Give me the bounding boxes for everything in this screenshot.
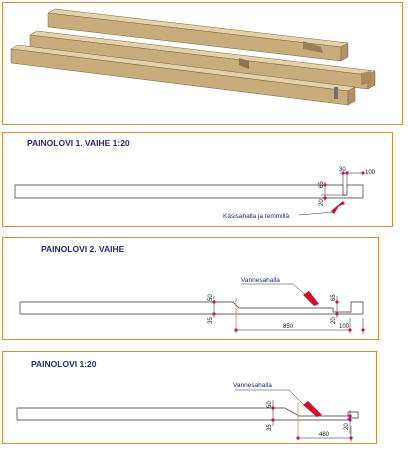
final-dim-480: 480 bbox=[319, 432, 330, 438]
final-note: Vannesahalla bbox=[233, 382, 272, 389]
phase2-title: PAINOLOVI 2. VAIHE bbox=[41, 244, 125, 254]
phase2-drawing: PAINOLOVI 2. VAIHE 50 35 65 20 850 100 V… bbox=[19, 244, 365, 334]
timber-beam-middle bbox=[29, 30, 376, 90]
final-panel: PAINOLOVI 1:20 50 35 20 480 Vannesahalla bbox=[2, 351, 377, 444]
final-dim-20: 20 bbox=[344, 423, 350, 430]
timber-beam-bottom bbox=[10, 44, 356, 106]
final-drawing: PAINOLOVI 1:20 50 35 20 480 Vannesahalla bbox=[16, 359, 359, 442]
phase1-title: PAINOLOVI 1. VAIHE 1:20 bbox=[27, 138, 130, 148]
phase1-dim-20: 20 bbox=[319, 199, 325, 206]
phase2-dim-50: 50 bbox=[208, 294, 214, 301]
phase2-dim-850: 850 bbox=[283, 324, 294, 330]
phase1-beam-outline bbox=[14, 184, 364, 199]
phase1-dim-100: 100 bbox=[365, 170, 376, 176]
final-cut-arrow bbox=[303, 401, 322, 417]
phase2-panel: PAINOLOVI 2. VAIHE 50 35 65 20 850 100 V… bbox=[2, 237, 379, 340]
final-beam-outline bbox=[16, 407, 359, 421]
phase2-note: Vannesahalla bbox=[241, 277, 280, 284]
phase1-cut-arrow bbox=[331, 201, 345, 214]
final-dim-50: 50 bbox=[267, 401, 273, 408]
phase1-dim-30: 30 bbox=[339, 167, 346, 173]
phase1-dim-65: 65 bbox=[319, 181, 325, 188]
phase2-cut-arrow bbox=[303, 291, 319, 306]
phase1-drawing: PAINOLOVI 1. VAIHE 1:20 30 100 65 20 Käs… bbox=[14, 138, 376, 220]
final-title: PAINOLOVI 1:20 bbox=[31, 359, 97, 369]
phase2-dim-20: 20 bbox=[331, 317, 337, 324]
phase2-dim-100: 100 bbox=[339, 324, 350, 330]
phase2-beam-outline bbox=[19, 301, 364, 315]
timber-render bbox=[10, 8, 376, 106]
phase2-dim-65: 65 bbox=[331, 294, 337, 301]
final-dim-35: 35 bbox=[267, 424, 273, 431]
phase2-dim-35: 35 bbox=[208, 317, 214, 324]
timber-beam-top bbox=[47, 8, 349, 62]
phase1-panel: PAINOLOVI 1. VAIHE 1:20 30 100 65 20 Käs… bbox=[2, 132, 393, 227]
render-panel bbox=[2, 2, 403, 125]
phase1-note: Käsisahalla ja temmillä bbox=[223, 213, 289, 220]
